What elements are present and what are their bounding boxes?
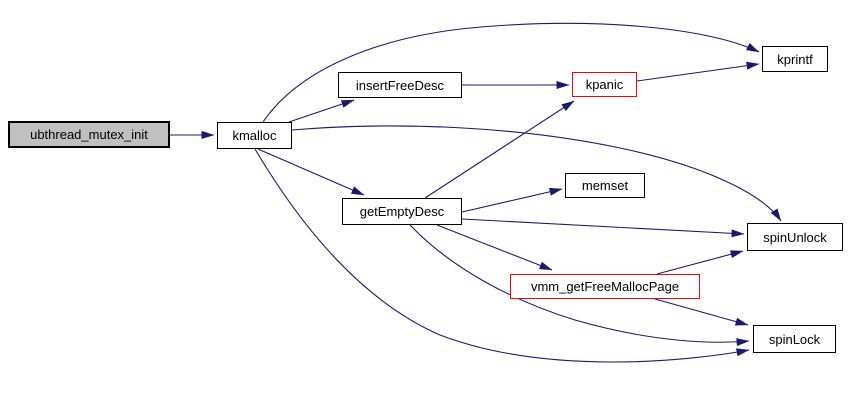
edge-getEmptyDesc-to-vmm_getFreeMallocPage <box>436 224 553 271</box>
node-kprintf[interactable]: kprintf <box>762 46 828 72</box>
node-vmm-getfreemallocpage[interactable]: vmm_getFreeMallocPage <box>510 274 700 299</box>
edge-getEmptyDesc-to-kpanic <box>424 100 575 199</box>
edge-kmalloc-to-getEmptyDesc <box>257 148 365 196</box>
edge-kmalloc-to-kprintf <box>262 22 760 123</box>
edge-kmalloc-to-spinUnlock <box>291 125 782 222</box>
node-spinunlock[interactable]: spinUnlock <box>747 223 843 251</box>
node-spinlock[interactable]: spinLock <box>753 325 836 353</box>
edge-kmalloc-to-spinLock <box>254 148 750 363</box>
edge-kmalloc-to-insertFreeDesc <box>288 99 355 123</box>
edge-vmm_getFreeMallocPage-to-spinUnlock <box>656 250 744 275</box>
node-kmalloc[interactable]: kmalloc <box>217 122 292 149</box>
node-kpanic[interactable]: kpanic <box>572 72 637 97</box>
edge-vmm_getFreeMallocPage-to-spinLock <box>654 298 749 326</box>
node-memset[interactable]: memset <box>565 173 645 198</box>
edge-getEmptyDesc-to-spinUnlock <box>461 218 745 238</box>
node-getemptydesc[interactable]: getEmptyDesc <box>342 198 462 225</box>
edge-kpanic-to-kprintf <box>636 61 760 82</box>
node-insertfreedesc[interactable]: insertFreeDesc <box>338 72 462 98</box>
edge-getEmptyDesc-to-spinLock <box>409 224 750 347</box>
node-ubthread-mutex-init: ubthread_mutex_init <box>8 121 170 148</box>
edge-getEmptyDesc-to-memset <box>461 187 563 213</box>
